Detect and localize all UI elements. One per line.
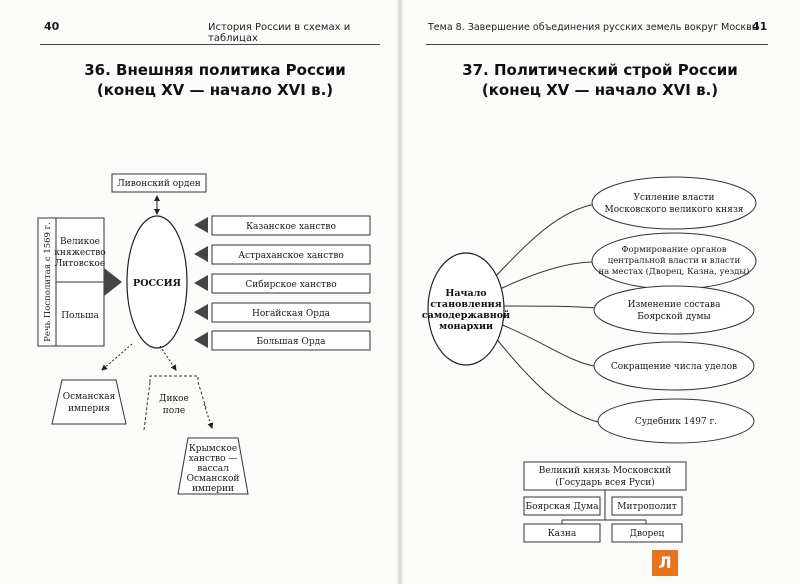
east-box-siberia: Сибирское ханство [194, 273, 371, 294]
wild-field-line1: Дикое [159, 394, 189, 404]
left-title-line1: 36. Внешняя политика России [84, 61, 346, 79]
great-horde-label: Большая Орда [257, 337, 327, 347]
kazan-triangle [194, 217, 208, 233]
ellipse1-line1: Усиление власти [634, 193, 715, 203]
ottoman-trapezoid [51, 379, 127, 425]
poland-label: Польша [61, 311, 99, 321]
ellipse-appanage-reduction [593, 341, 755, 391]
crimea-line1: Крымское [189, 444, 237, 454]
crimea-line4: Османской [187, 474, 240, 484]
grand-prince-line1: Великий князь Московский [539, 466, 672, 476]
treasury-box [523, 523, 601, 543]
crimea-line3: вассал [197, 464, 229, 474]
right-title-line2: (конец XV — начало XVI в.) [481, 81, 719, 99]
russia-label: РОССИЯ [133, 278, 181, 289]
right-running-header: Тема 8. Завершение объединения русских з… [428, 22, 760, 33]
monarchy-line1: Начало [445, 288, 486, 299]
boyar-duma-box [523, 496, 601, 516]
east-box-kazan: Казанское ханство [194, 215, 371, 236]
ellipse2-line3: на местах (Дворец, Казна, уезды) [599, 266, 750, 277]
ellipse4-line1: Сокращение числа уделов [611, 362, 737, 372]
palace-label: Дворец [630, 529, 665, 539]
lithuania-line1: Великое [60, 237, 100, 247]
ellipse2-line2: центральной власти и власти [608, 256, 741, 266]
crimea-line5: империи [192, 484, 234, 494]
wild-field-top [149, 375, 199, 382]
boyar-duma-label: Боярская Дума [525, 502, 599, 512]
astrakhan-label: Астраханское ханство [238, 251, 344, 261]
ottoman-line2: империя [68, 404, 110, 414]
publisher-logo: Л [652, 550, 678, 576]
arrow-to-crimea [203, 403, 214, 429]
livonian-order-label: Ливонский орден [117, 179, 201, 189]
political-system-diagram: Начало становления самодержавной монархи… [422, 176, 757, 543]
right-header-rule [426, 44, 768, 45]
lithuania-line3: Литовское [55, 259, 105, 269]
astrakhan-triangle [194, 246, 208, 262]
nogai-label: Ногайская Орда [252, 309, 331, 319]
monarchy-ellipse [427, 252, 505, 366]
crimea-trapezoid [177, 437, 249, 495]
left-title: 36. Внешняя политика России (конец XV — … [70, 60, 360, 100]
russia-ellipse [126, 215, 188, 349]
ellipse5-line1: Судебник 1497 г. [635, 416, 717, 427]
nogai-triangle [194, 304, 208, 320]
right-title: 37. Политический строй России (конец XV … [450, 60, 750, 100]
grand-prince-line2: (Государь всея Руси) [555, 477, 655, 488]
connector-lines [493, 203, 599, 423]
metropolitan-label: Митрополит [617, 502, 677, 512]
great-horde-triangle [194, 332, 208, 348]
wild-field-sides [143, 381, 207, 431]
left-title-line2: (конец XV — начало XVI в.) [96, 81, 334, 99]
siberia-label: Сибирское ханство [245, 279, 336, 290]
arrow-to-wild-field [159, 345, 177, 371]
livonian-order-box [111, 173, 207, 193]
ellipse2-line1: Формирование органов [621, 245, 726, 255]
left-header-rule [40, 44, 380, 45]
crimea-line2: ханство — [189, 454, 238, 464]
foreign-policy-diagram: Ливонский орден РОССИЯ Речь Посполитая с… [37, 173, 371, 495]
monarchy-line4: монархии [439, 321, 493, 332]
right-page: Тема 8. Завершение объединения русских з… [400, 0, 800, 584]
left-running-header: История России в схемах и таблицах [208, 22, 351, 44]
metropolitan-box [611, 496, 683, 516]
ellipse3-line1: Изменение состава [628, 300, 722, 310]
right-title-line1: 37. Политический строй России [462, 61, 738, 79]
lithuania-line2: княжество [54, 248, 105, 258]
ellipse-sudebnik [597, 398, 755, 444]
monarchy-line2: становления [430, 299, 501, 310]
wild-field-line2: поле [163, 406, 185, 416]
monarchy-line3: самодержавной [422, 310, 510, 321]
ellipse1-line2: Московского великого князя [605, 205, 744, 215]
east-box-astrakhan: Астраханское ханство [194, 244, 371, 265]
east-box-nogai: Ногайская Орда [194, 302, 371, 323]
ellipse3-line2: Боярской думы [637, 312, 710, 322]
palace-box [611, 523, 683, 543]
ellipse-boyar-duma-change [593, 285, 755, 335]
ellipse-grand-prince-power [591, 176, 757, 230]
kazan-label: Казанское ханство [246, 222, 336, 232]
west-pressure-triangle [104, 268, 122, 296]
left-page-number: 40 [44, 20, 60, 33]
right-page-number: 41 [752, 20, 768, 33]
east-box-great-horde: Большая Орда [194, 330, 371, 351]
treasury-label: Казна [548, 529, 577, 539]
arrow-to-ottoman [101, 343, 133, 371]
book-gutter [396, 0, 404, 584]
left-page: 40 История России в схемах и таблицах 36… [0, 0, 400, 584]
logo-letter: Л [658, 553, 672, 572]
ottoman-line1: Османская [63, 392, 116, 402]
rzeczpospolita-vertical-label: Речь Посполитая с 1569 г. [43, 222, 53, 342]
siberia-triangle [194, 275, 208, 291]
